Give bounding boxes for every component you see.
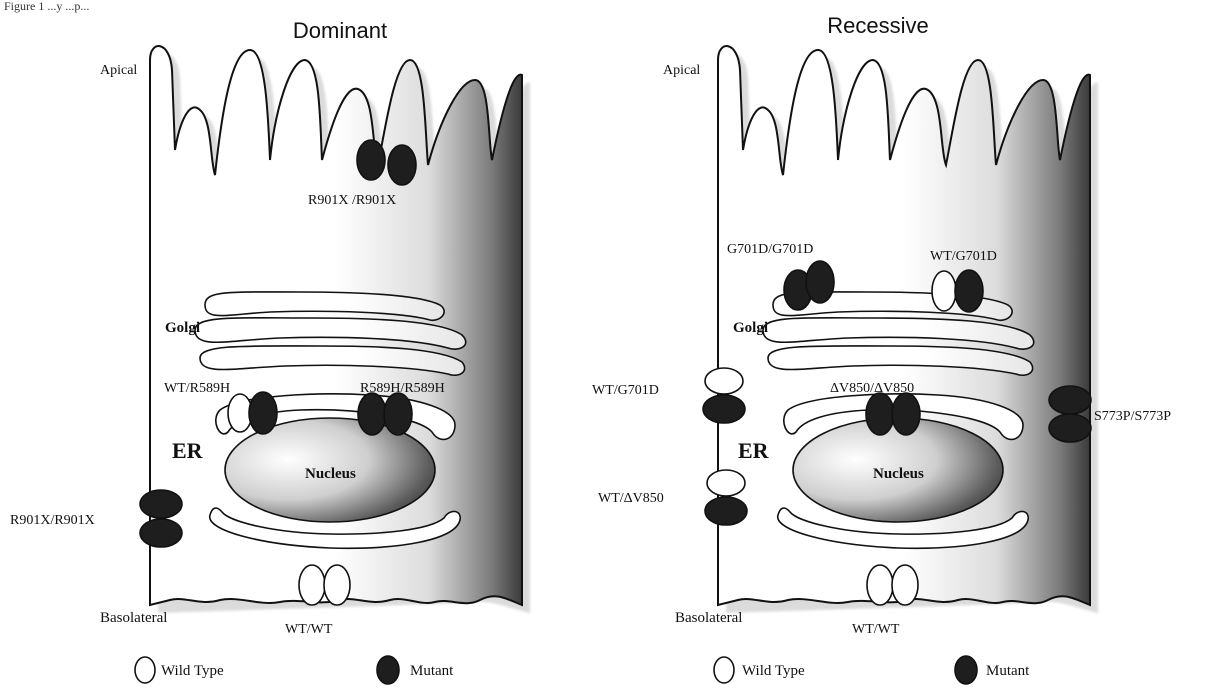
wild-type-protein — [932, 271, 956, 311]
wild-type-protein — [299, 565, 325, 605]
membrane-right-label: S773P/S773P — [1094, 409, 1171, 424]
wild-type-protein — [324, 565, 350, 605]
membrane-left-label: R901X/R901X — [10, 513, 95, 528]
nucleus-label: Nucleus — [305, 466, 356, 482]
er-right-label: R589H/R589H — [360, 381, 445, 396]
mutant-protein — [1049, 414, 1091, 442]
apical-pair-label: R901X /R901X — [308, 193, 396, 208]
mutant-protein — [358, 393, 386, 435]
basolateral-label: Basolateral — [100, 610, 167, 626]
mutant-protein — [249, 392, 277, 434]
legend-wild-type-icon — [135, 657, 155, 683]
er-left-label: WT/R589H — [164, 381, 230, 396]
wild-type-protein — [867, 565, 893, 605]
legend-mutant-label: Mutant — [986, 663, 1030, 679]
header-text: Figure 1 ...y ...p... — [4, 0, 89, 13]
mutant-protein — [703, 395, 745, 423]
er-center-label: ΔV850/ΔV850 — [830, 381, 914, 396]
nucleus-label: Nucleus — [873, 466, 924, 482]
apical-label: Apical — [100, 63, 137, 78]
mutant-protein — [892, 393, 920, 435]
legend-mutant-icon — [955, 656, 977, 684]
panel-title: Dominant — [293, 18, 387, 43]
mutant-protein — [705, 497, 747, 525]
er-label: ER — [172, 438, 204, 463]
mutant-protein — [384, 393, 412, 435]
golgi-label: Golgi — [733, 320, 768, 336]
wild-type-protein — [705, 368, 743, 394]
mutant-protein — [1049, 386, 1091, 414]
basal-label: WT/WT — [852, 622, 900, 637]
legend-mutant-icon — [377, 656, 399, 684]
legend-wild-type-label: Wild Type — [161, 663, 224, 679]
apical-label: Apical — [663, 63, 700, 78]
panel-dominant: Dominant Apical Basolateral Golgi ER Nuc… — [10, 18, 530, 684]
wild-type-protein — [892, 565, 918, 605]
membrane-upper-label: WT/G701D — [592, 383, 659, 398]
er-label: ER — [738, 438, 770, 463]
basolateral-label: Basolateral — [675, 610, 742, 626]
wild-type-protein — [707, 470, 745, 496]
mutant-protein — [140, 519, 182, 547]
mutant-protein — [357, 140, 385, 180]
mutant-protein — [806, 261, 834, 303]
mutant-protein — [140, 490, 182, 518]
panel-recessive: Recessive Apical Basolateral Golgi ER Nu… — [592, 13, 1171, 684]
mutant-protein — [866, 393, 894, 435]
golgi-right-label: WT/G701D — [930, 249, 997, 264]
membrane-lower-label: WT/ΔV850 — [598, 491, 664, 506]
legend-mutant-label: Mutant — [410, 663, 454, 679]
golgi-left-label: G701D/G701D — [727, 242, 813, 257]
mutant-protein — [955, 270, 983, 312]
legend-wild-type-label: Wild Type — [742, 663, 805, 679]
legend-wild-type-icon — [714, 657, 734, 683]
golgi-label: Golgi — [165, 320, 200, 336]
mutant-protein — [388, 145, 416, 185]
panel-title: Recessive — [827, 13, 928, 38]
basal-label: WT/WT — [285, 622, 333, 637]
